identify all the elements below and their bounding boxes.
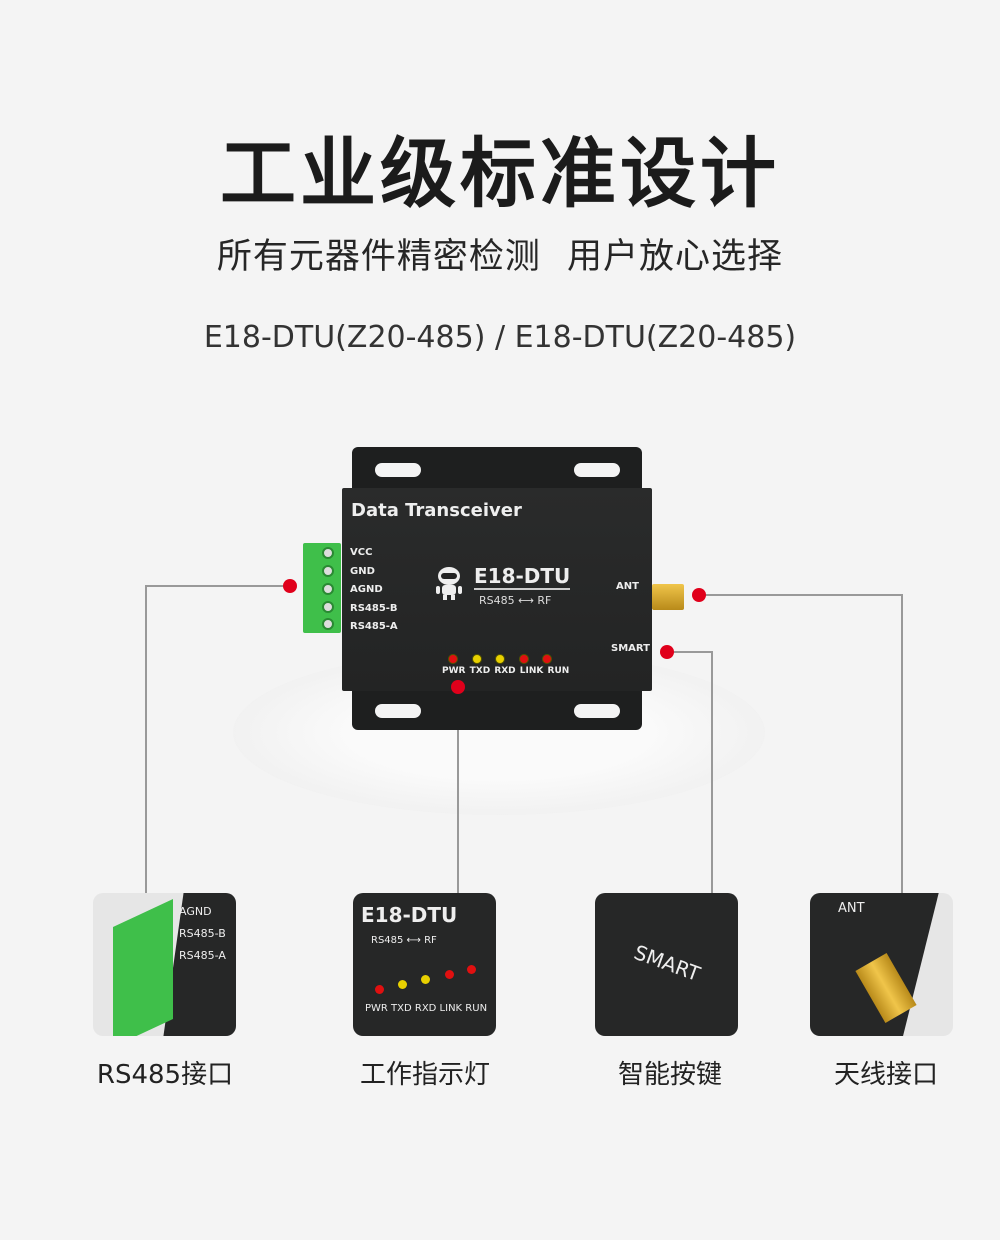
thumb-ant: ANT	[810, 893, 953, 1036]
antenna-connector	[652, 584, 684, 610]
device-name: Data Transceiver	[351, 500, 522, 521]
led-txd	[472, 654, 482, 664]
callout-line-ant	[699, 594, 903, 895]
feature-label-leds: 工作指示灯	[359, 1060, 490, 1090]
device-brand: E18-DTU	[474, 564, 571, 590]
smart-button[interactable]: SMART	[611, 643, 650, 654]
thumb-led-labels: PWR TXD RXD LINK RUN	[365, 1003, 488, 1014]
model-name: E18-DTU(Z20-485) / E18-DTU(Z20-485)	[203, 320, 797, 355]
callout-dot-rs485	[283, 579, 297, 593]
led-labels: PWR TXD RXD LINK RUN	[442, 666, 570, 676]
rs485-terminal-block	[303, 543, 341, 633]
led-run	[542, 654, 552, 664]
thumb-pin-label: RS485-A	[179, 949, 226, 962]
thumb-smart-text: SMART	[630, 940, 704, 986]
led-pwr	[448, 654, 458, 664]
thumb-ant-text: ANT	[838, 901, 865, 916]
callout-dot-leds	[451, 680, 465, 694]
callout-dot-ant	[692, 588, 706, 602]
thumb-leds: E18-DTU RS485 ⟷ RF PWR TXD RXD LINK RUN	[353, 893, 496, 1036]
robot-logo-icon	[434, 566, 464, 600]
device-sub: RS485 ⟷ RF	[479, 594, 552, 607]
thumb-pin-label: RS485-B	[179, 927, 226, 940]
thumb-brand: E18-DTU	[361, 903, 458, 927]
thumb-rs485: AGND RS485-B RS485-A	[93, 893, 236, 1036]
ant-label: ANT	[616, 581, 639, 592]
led-link	[519, 654, 529, 664]
thumb-smart: SMART	[595, 893, 738, 1036]
led-rxd	[495, 654, 505, 664]
thumb-sub: RS485 ⟷ RF	[371, 935, 437, 946]
callout-dot-smart	[660, 645, 674, 659]
callout-line-smart	[667, 651, 713, 895]
callout-line-rs485	[145, 585, 290, 895]
feature-label-smart: 智能按键	[617, 1060, 722, 1090]
thumb-pin-label: AGND	[179, 905, 212, 918]
page-title: 工业级标准设计	[220, 129, 780, 218]
feature-label-ant: 天线接口	[833, 1060, 938, 1090]
subtitle: 所有元器件精密检测 用户放心选择	[216, 237, 784, 277]
feature-label-rs485: RS485接口	[96, 1060, 234, 1090]
